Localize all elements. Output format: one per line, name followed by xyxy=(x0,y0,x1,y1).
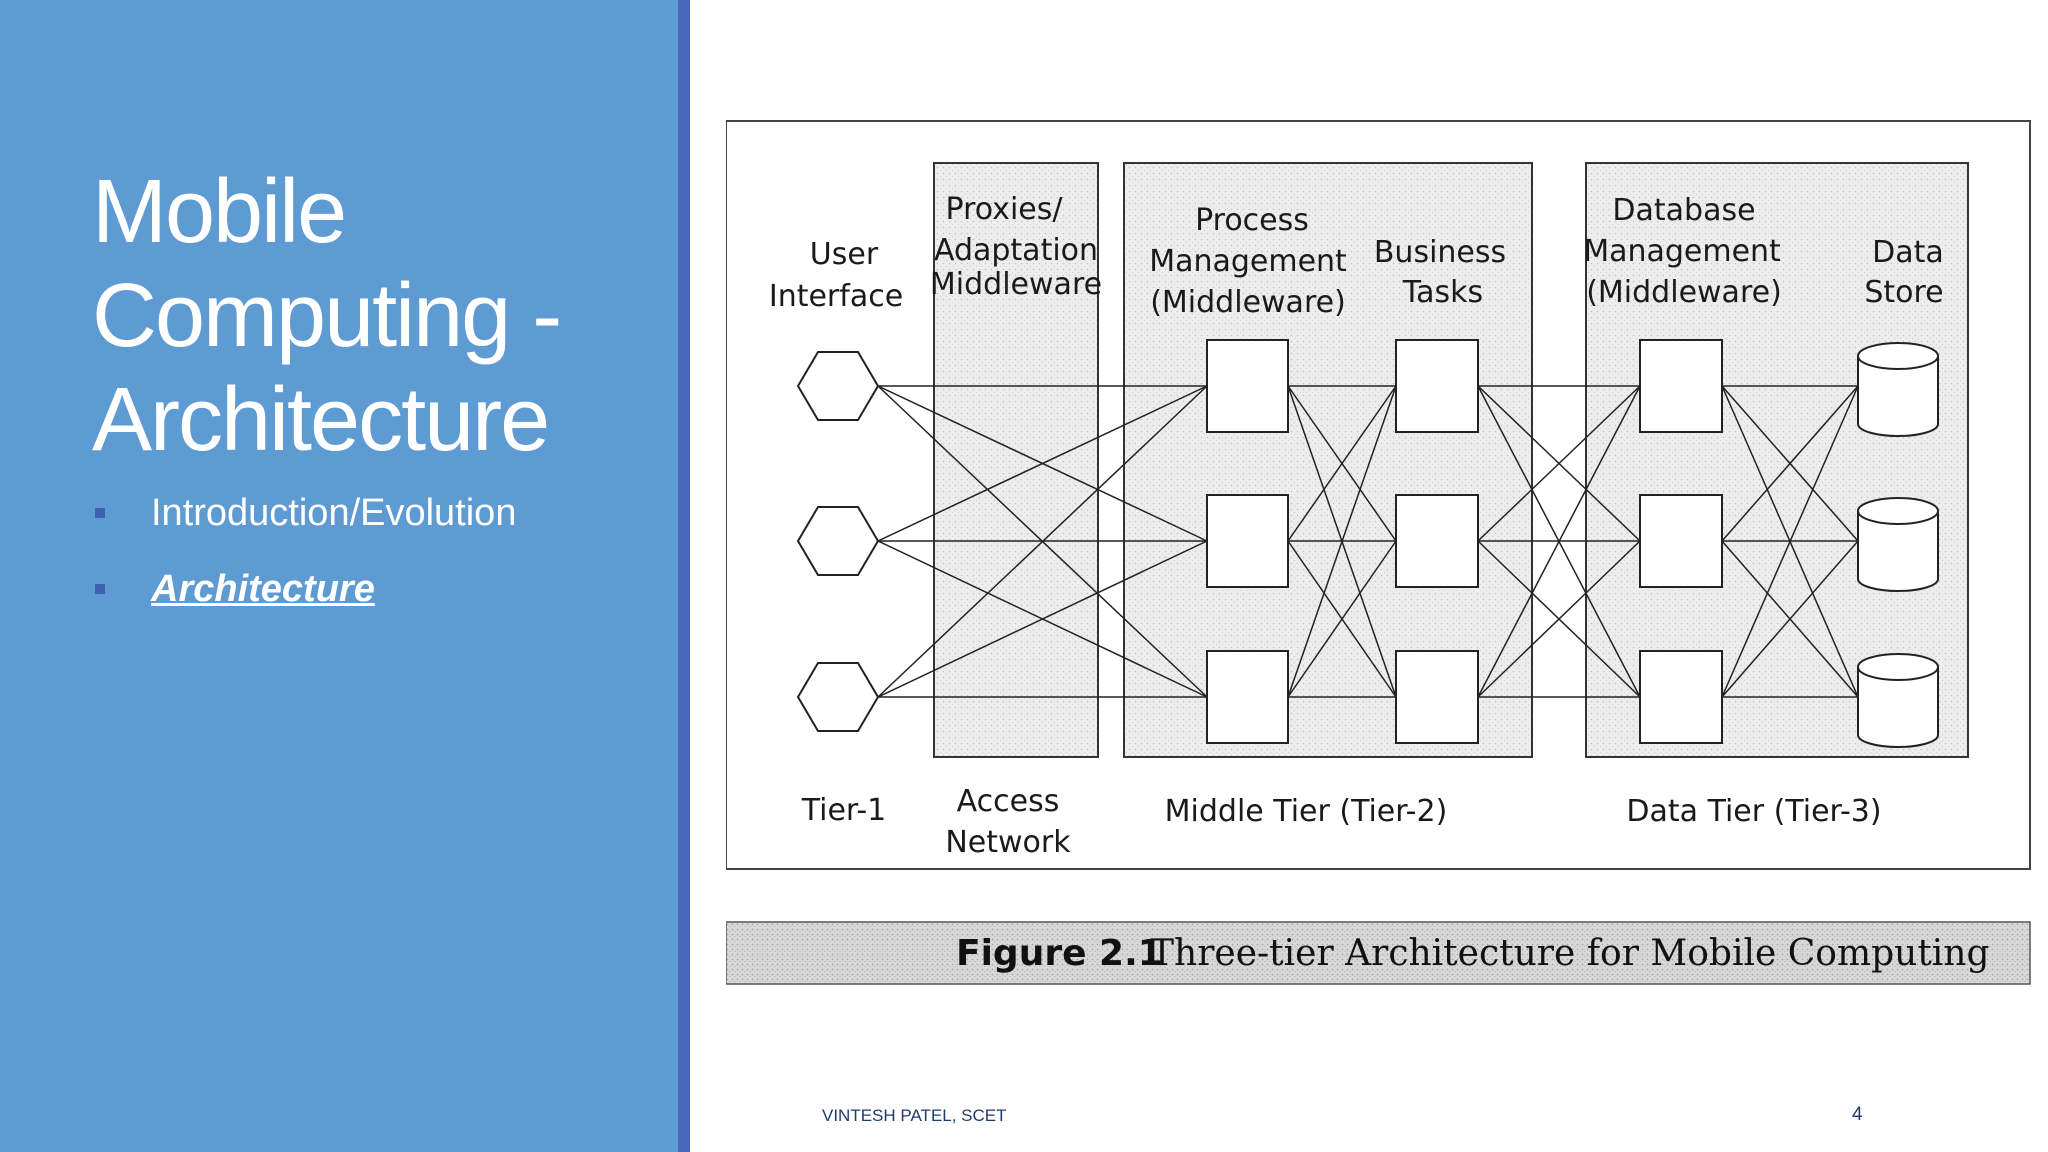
slide-title: Mobile Computing - Architecture xyxy=(92,160,652,472)
bullet-item-architecture[interactable]: Architecture xyxy=(95,566,516,642)
left-panel: Mobile Computing - Architecture Introduc… xyxy=(0,0,678,1152)
header-proxies-3: Middleware xyxy=(930,267,1102,302)
access-network-label-1: Access xyxy=(957,784,1060,819)
figure-caption-text: Three-tier Architecture for Mobile Compu… xyxy=(1150,933,1990,974)
connection-lines xyxy=(877,385,1859,698)
user-interface-hexagon xyxy=(796,662,880,732)
bullet-list: Introduction/Evolution Architecture xyxy=(95,490,516,642)
database-management-box xyxy=(1639,339,1723,433)
header-user-interface-2: Interface xyxy=(769,279,903,314)
title-line-1: Mobile xyxy=(92,162,347,262)
user-interface-hexagon xyxy=(796,351,880,421)
header-datastore-2: Store xyxy=(1864,275,1943,310)
user-interface-hexagon xyxy=(796,506,880,576)
header-business-2: Tasks xyxy=(1402,275,1483,310)
header-business-1: Business xyxy=(1374,235,1506,270)
header-database-2: Management xyxy=(1583,234,1781,269)
architecture-figure: User Interface Proxies/ Adaptation Middl… xyxy=(726,118,2032,990)
bullet-marker-icon xyxy=(95,584,105,594)
title-line-2: Computing - xyxy=(92,266,562,366)
page-number: 4 xyxy=(1852,1104,1863,1125)
database-management-box xyxy=(1639,494,1723,588)
header-datastore-1: Data xyxy=(1872,235,1944,270)
panel-divider xyxy=(678,0,690,1152)
middle-tier-label: Middle Tier (Tier-2) xyxy=(1165,794,1448,829)
header-process-1: Process xyxy=(1195,203,1309,238)
bullet-item-introduction[interactable]: Introduction/Evolution xyxy=(95,490,516,566)
header-proxies-2: Adaptation xyxy=(934,233,1098,268)
access-network-label-2: Network xyxy=(945,825,1071,860)
bullet-text: Introduction/Evolution xyxy=(151,492,517,534)
process-management-box xyxy=(1206,650,1289,744)
data-store-cylinder xyxy=(1857,653,1939,748)
bullet-text-link[interactable]: Architecture xyxy=(151,568,375,610)
title-line-3: Architecture xyxy=(92,370,550,470)
footer-author: VINTESH PATEL, SCET xyxy=(822,1106,1007,1125)
process-management-box xyxy=(1206,494,1289,588)
business-task-box xyxy=(1395,650,1479,744)
business-task-box xyxy=(1395,339,1479,433)
header-proxies-1: Proxies/ xyxy=(946,192,1064,227)
header-database-3: (Middleware) xyxy=(1586,275,1782,310)
database-management-box xyxy=(1639,650,1723,744)
figure-caption-bar xyxy=(726,921,2031,985)
data-store-cylinder xyxy=(1857,497,1939,592)
figure-caption-label: Figure 2.1 xyxy=(956,933,1163,974)
process-management-box xyxy=(1206,339,1289,433)
architecture-diagram: User Interface Proxies/ Adaptation Middl… xyxy=(726,120,2031,985)
header-process-2: Management xyxy=(1149,244,1347,279)
data-tier-label: Data Tier (Tier-3) xyxy=(1626,794,1881,829)
tier1-label: Tier-1 xyxy=(801,793,887,828)
bullet-marker-icon xyxy=(95,508,105,518)
data-store-cylinder xyxy=(1857,342,1939,437)
business-task-box xyxy=(1395,494,1479,588)
header-user-interface-1: User xyxy=(810,237,879,272)
header-process-3: (Middleware) xyxy=(1150,285,1346,320)
header-database-1: Database xyxy=(1612,193,1755,228)
